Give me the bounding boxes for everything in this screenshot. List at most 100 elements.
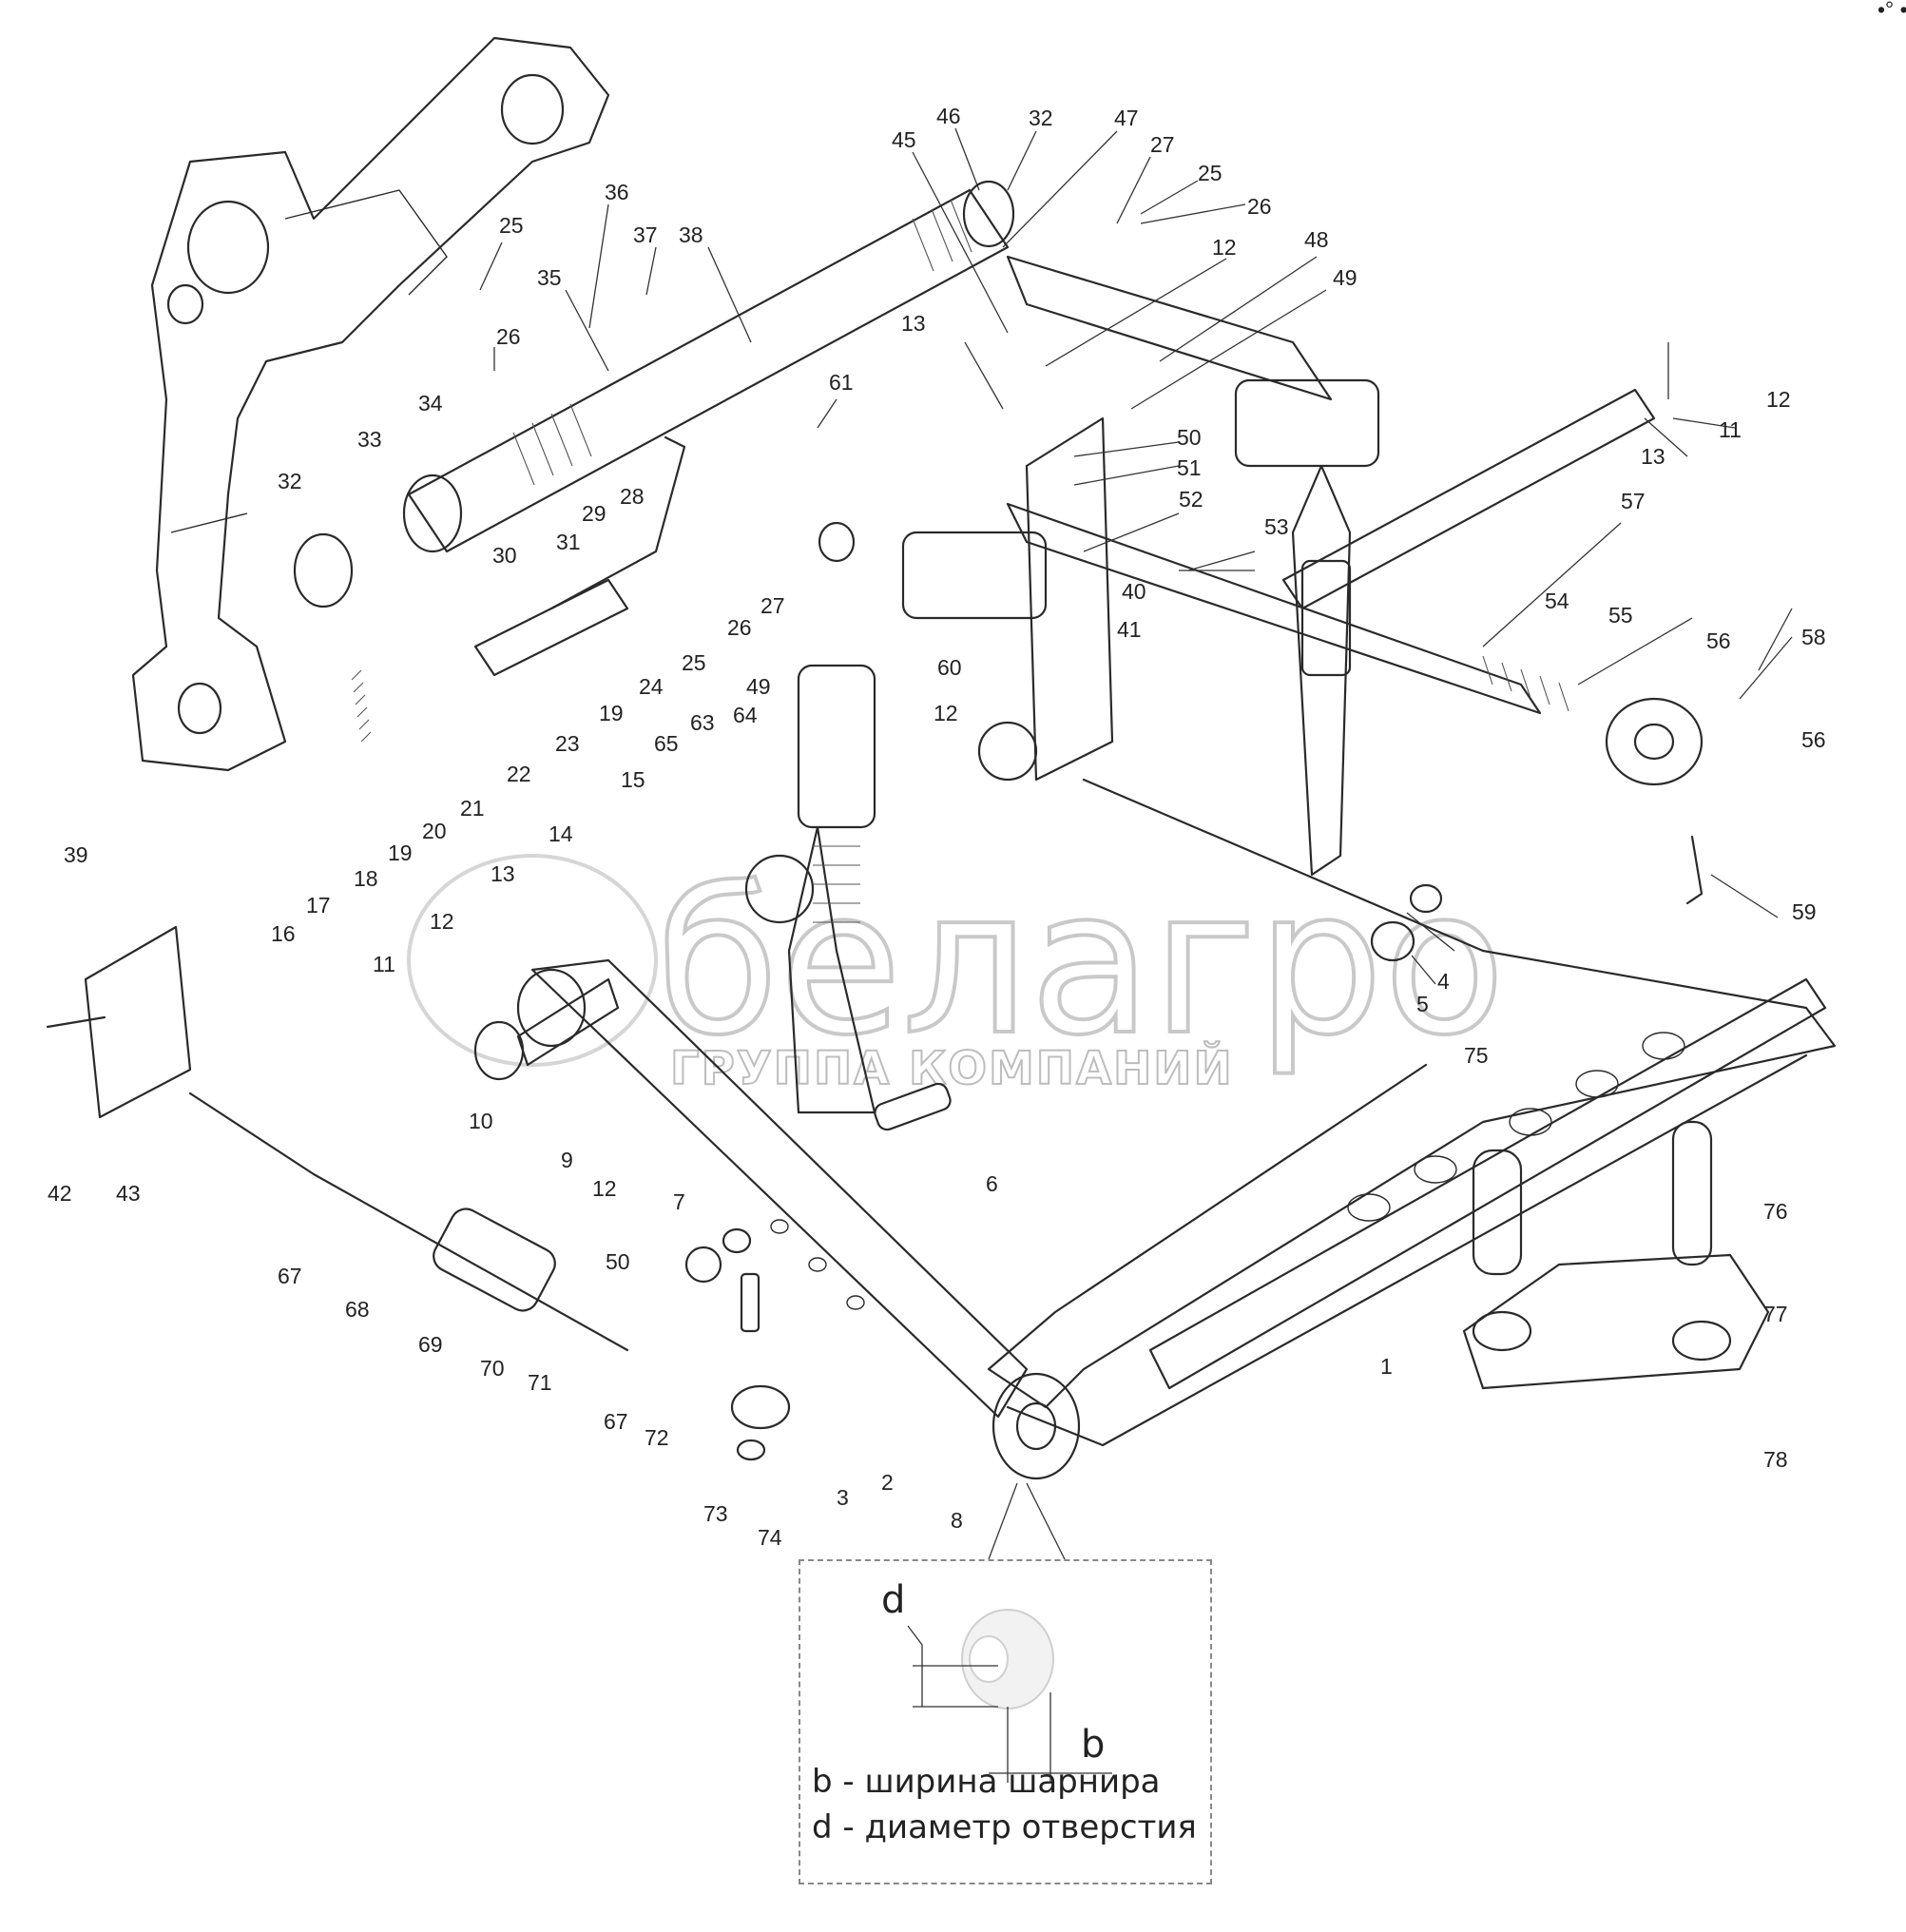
callout-38: 38	[679, 222, 703, 247]
callout-32: 32	[1029, 106, 1053, 130]
callout-59: 59	[1792, 899, 1817, 924]
callout-13: 13	[491, 861, 515, 886]
callout-34: 34	[418, 391, 443, 415]
callout-26: 26	[727, 615, 752, 640]
small-parts	[684, 835, 1704, 1461]
left-pin	[473, 977, 620, 1081]
callout-12: 12	[1212, 235, 1237, 260]
callout-57: 57	[1621, 489, 1646, 513]
callout-22: 22	[507, 762, 531, 786]
callout-65: 65	[654, 731, 679, 756]
callout-4: 4	[1437, 969, 1450, 994]
callout-13: 13	[1641, 444, 1665, 469]
drawbar	[1462, 1120, 1770, 1390]
callout-18: 18	[354, 866, 378, 891]
callout-61: 61	[829, 370, 854, 395]
callout-55: 55	[1608, 603, 1633, 628]
callout-26: 26	[496, 324, 521, 349]
callout-15: 15	[621, 767, 645, 792]
callout-12: 12	[430, 909, 454, 934]
callout-56: 56	[1801, 727, 1826, 752]
callout-67: 67	[604, 1409, 628, 1434]
callout-60: 60	[937, 655, 962, 680]
callout-50: 50	[606, 1249, 630, 1274]
watermark: белагро ГРУППА КОМПАНИЙ	[407, 844, 1508, 1096]
callout-47: 47	[1114, 106, 1139, 130]
callout-64: 64	[733, 703, 758, 727]
callout-29: 29	[582, 501, 606, 526]
callout-33: 33	[357, 427, 382, 452]
callout-77: 77	[1763, 1302, 1788, 1326]
callout-31: 31	[556, 530, 581, 554]
ball-joint-detail	[907, 1482, 1112, 1783]
callout-53: 53	[1264, 514, 1289, 539]
legend-diameter: d - диаметр отверстия	[812, 1808, 1197, 1846]
callout-30: 30	[492, 543, 517, 568]
central-lift-rod	[744, 521, 876, 1114]
callout-37: 37	[633, 222, 658, 247]
callout-41: 41	[1117, 617, 1142, 642]
lower-frame	[987, 778, 1837, 1480]
callout-78: 78	[1763, 1447, 1788, 1472]
callout-68: 68	[345, 1297, 370, 1322]
callout-35: 35	[537, 265, 562, 290]
corner-mark: •° •••	[1877, 0, 1906, 22]
dimension-b-label: b	[1081, 1723, 1106, 1767]
callout-49: 49	[1333, 265, 1357, 290]
callout-70: 70	[480, 1356, 505, 1381]
callout-7: 7	[673, 1189, 685, 1214]
legend-width: b - ширина шарнира	[812, 1763, 1161, 1801]
callout-51: 51	[1177, 455, 1202, 480]
callout-72: 72	[645, 1425, 669, 1450]
callout-9: 9	[561, 1148, 573, 1172]
callout-45: 45	[892, 127, 916, 152]
callout-24: 24	[639, 674, 664, 699]
callout-39: 39	[64, 842, 88, 867]
callout-20: 20	[422, 819, 447, 843]
watermark-subtitle: ГРУППА КОМПАНИЙ	[670, 1041, 1234, 1095]
callout-69: 69	[418, 1332, 443, 1357]
callout-12: 12	[1766, 387, 1791, 412]
callout-71: 71	[528, 1370, 552, 1395]
callout-43: 43	[116, 1181, 141, 1206]
watermark-brand: белагро	[656, 846, 1506, 1079]
callout-58: 58	[1801, 625, 1826, 649]
right-rods	[1006, 388, 1704, 786]
callout-63: 63	[690, 710, 715, 735]
callout-19: 19	[599, 701, 624, 725]
callout-52: 52	[1179, 487, 1203, 512]
callout-21: 21	[460, 796, 485, 821]
main-bracket	[131, 36, 610, 772]
callout-27: 27	[1150, 132, 1175, 157]
callout-1: 1	[1380, 1354, 1393, 1379]
detail-inset: d b b - ширина шарнира d - диаметр отвер…	[799, 1559, 1212, 1884]
callout-5: 5	[1416, 992, 1429, 1016]
upper-shaft	[293, 180, 1015, 609]
callout-56: 56	[1706, 628, 1731, 653]
callout-6: 6	[986, 1171, 998, 1196]
adjustment-linkage	[46, 925, 629, 1352]
callout-48: 48	[1304, 227, 1329, 252]
callout-3: 3	[837, 1485, 849, 1510]
callout-16: 16	[271, 921, 296, 946]
callout-12: 12	[592, 1176, 617, 1201]
callout-28: 28	[620, 484, 645, 509]
callout-19: 19	[388, 840, 413, 865]
callout-54: 54	[1545, 589, 1569, 613]
callout-74: 74	[758, 1525, 782, 1550]
callout-73: 73	[703, 1501, 728, 1526]
callout-32: 32	[278, 469, 302, 493]
callout-13: 13	[901, 311, 926, 336]
callout-42: 42	[48, 1181, 72, 1206]
callout-8: 8	[951, 1508, 963, 1533]
callout-49: 49	[746, 674, 771, 699]
callout-46: 46	[936, 104, 961, 128]
callout-25: 25	[1198, 161, 1223, 185]
callout-67: 67	[278, 1264, 302, 1288]
callout-27: 27	[760, 593, 785, 618]
callout-11: 11	[1719, 417, 1742, 442]
control-rod	[351, 435, 686, 743]
callout-12: 12	[934, 701, 958, 725]
callout-labels: 46 32 47 45 27 25 26 48 12 49 36 37 38 2…	[48, 104, 1826, 1550]
